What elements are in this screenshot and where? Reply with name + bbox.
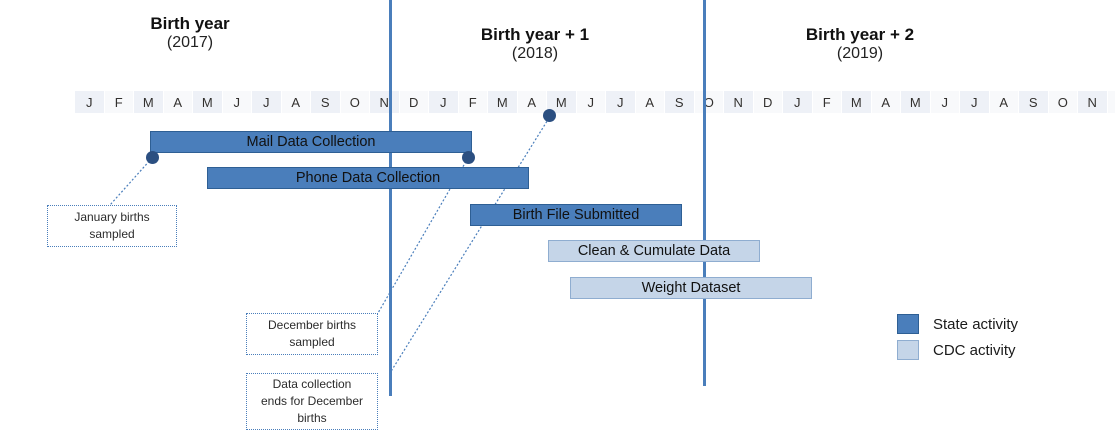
month-cell: F bbox=[458, 91, 488, 113]
month-cell: S bbox=[311, 91, 341, 113]
task-bar-label: Clean & Cumulate Data bbox=[577, 243, 731, 259]
task-bar-label: Weight Dataset bbox=[641, 280, 741, 296]
year-header-year: (2017) bbox=[166, 34, 214, 52]
legend-item-cdc-activity: CDC activity bbox=[897, 337, 1018, 363]
month-cell: A bbox=[163, 91, 193, 113]
milestone-dot-december-births[interactable] bbox=[462, 151, 475, 164]
month-cell: A bbox=[989, 91, 1019, 113]
task-bar-phone-data-collection[interactable]: Phone Data Collection bbox=[207, 167, 529, 189]
month-cell: M bbox=[901, 91, 931, 113]
callout-line-1: December births bbox=[267, 317, 357, 332]
month-cell: A bbox=[281, 91, 311, 113]
year-header-year: (2018) bbox=[511, 45, 559, 63]
callout-line-2: ends for December bbox=[260, 393, 364, 408]
task-bar-clean-cumulate-data[interactable]: Clean & Cumulate Data bbox=[548, 240, 760, 262]
callout-line-2: sampled bbox=[289, 335, 335, 349]
year-header-title: Birth year + 2 bbox=[805, 25, 915, 44]
task-bar-label: Mail Data Collection bbox=[246, 134, 376, 150]
month-cell: O bbox=[340, 91, 370, 113]
month-cell: O bbox=[694, 91, 724, 113]
month-cell: J bbox=[960, 91, 990, 113]
year-header-year: (2019) bbox=[836, 45, 884, 63]
month-cell: J bbox=[222, 91, 252, 113]
legend-swatch-state-icon bbox=[897, 314, 919, 334]
month-cell: O bbox=[1048, 91, 1078, 113]
callout-line-1: January births bbox=[74, 209, 150, 224]
milestone-dot-january-births[interactable] bbox=[146, 151, 159, 164]
callout-data-collection-ends: Data collection ends for December births bbox=[246, 373, 378, 430]
year-divider-2018-2019 bbox=[703, 0, 706, 386]
month-cell: N bbox=[724, 91, 754, 113]
legend-swatch-cdc-icon bbox=[897, 340, 919, 360]
task-bar-label: Phone Data Collection bbox=[295, 170, 441, 186]
month-cell: A bbox=[517, 91, 547, 113]
month-cell: J bbox=[75, 91, 105, 113]
milestone-dot-data-collection-end[interactable] bbox=[543, 109, 556, 122]
month-cell: J bbox=[606, 91, 636, 113]
legend-item-state-activity: State activity bbox=[897, 311, 1018, 337]
month-cell: D bbox=[1107, 91, 1115, 113]
month-cell: N bbox=[1078, 91, 1108, 113]
year-header-birth-year: Birth year (2017) bbox=[20, 14, 360, 53]
task-bar-mail-data-collection[interactable]: Mail Data Collection bbox=[150, 131, 472, 153]
month-cell: J bbox=[252, 91, 282, 113]
month-cell: J bbox=[930, 91, 960, 113]
year-header-birth-year-plus-2: Birth year + 2 (2019) bbox=[700, 25, 1020, 64]
month-cell: J bbox=[576, 91, 606, 113]
chart-legend: State activity CDC activity bbox=[897, 311, 1018, 363]
month-cell: A bbox=[635, 91, 665, 113]
month-cell: M bbox=[193, 91, 223, 113]
month-cell: S bbox=[1019, 91, 1049, 113]
month-cell: M bbox=[842, 91, 872, 113]
year-header-birth-year-plus-1: Birth year + 1 (2018) bbox=[375, 25, 695, 64]
month-cell: J bbox=[429, 91, 459, 113]
year-header-title: Birth year bbox=[150, 14, 230, 33]
task-bar-birth-file-submitted[interactable]: Birth File Submitted bbox=[470, 204, 682, 226]
task-bar-label: Birth File Submitted bbox=[512, 207, 640, 223]
month-cell: D bbox=[753, 91, 783, 113]
month-cell: M bbox=[488, 91, 518, 113]
legend-label: State activity bbox=[933, 315, 1019, 333]
year-divider-2017-2018 bbox=[389, 0, 392, 396]
callout-line-1: Data collection bbox=[272, 376, 352, 391]
callout-line-3: births bbox=[297, 411, 327, 426]
month-cell: F bbox=[104, 91, 134, 113]
month-cell: F bbox=[812, 91, 842, 113]
month-cell: M bbox=[547, 91, 577, 113]
callout-december-births-sampled: December births sampled bbox=[246, 313, 378, 355]
callout-january-births-sampled: January births sampled bbox=[47, 205, 177, 247]
month-cell: M bbox=[134, 91, 164, 113]
month-cell: J bbox=[783, 91, 813, 113]
month-axis-strip: JFMAMJJASONDJFMAMJJASONDJFMAMJJASOND bbox=[75, 91, 1115, 113]
legend-label: CDC activity bbox=[933, 341, 1016, 359]
year-header-title: Birth year + 1 bbox=[480, 25, 590, 44]
callout-line-2: sampled bbox=[89, 227, 135, 241]
month-cell: N bbox=[370, 91, 400, 113]
month-cell: A bbox=[871, 91, 901, 113]
month-cell: S bbox=[665, 91, 695, 113]
month-cell: D bbox=[399, 91, 429, 113]
task-bar-weight-dataset[interactable]: Weight Dataset bbox=[570, 277, 812, 299]
